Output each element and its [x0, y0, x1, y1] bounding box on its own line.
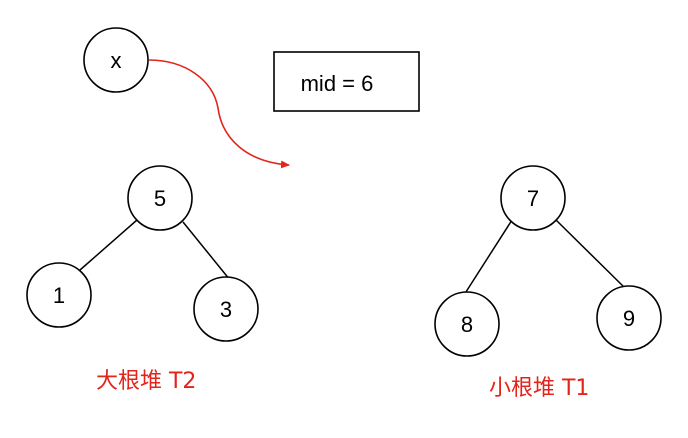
max-heap-left-node: 1 [26, 262, 92, 328]
min-heap-edge-right [555, 219, 628, 291]
min-heap-left-label: 8 [461, 312, 473, 337]
max-heap-root-node: 5 [127, 165, 193, 231]
mid-box: mid = 6 [273, 51, 420, 112]
min-heap-right-node: 9 [596, 285, 662, 351]
min-heap-edge-left [463, 219, 513, 296]
max-heap-edge-left [79, 219, 138, 271]
min-heap-right-label: 9 [623, 306, 635, 331]
min-heap-root-label: 7 [527, 186, 539, 211]
min-heap-caption: 小根堆 T1 [489, 376, 589, 401]
max-heap-left-label: 1 [53, 283, 65, 308]
mid-value-text: mid = 6 [301, 71, 374, 96]
mid-box-frame [273, 51, 420, 112]
max-heap-caption: 大根堆 T2 [96, 369, 196, 394]
max-heap-right-label: 3 [220, 297, 232, 322]
max-heap-edge-right [182, 221, 231, 281]
max-heap-right-node: 3 [193, 276, 259, 342]
max-heap-root-label: 5 [154, 186, 166, 211]
inserted-node-circle [83, 27, 149, 93]
min-heap-left-node: 8 [434, 291, 500, 357]
inserted-node-label: x [111, 48, 122, 73]
insert-arrow [148, 59, 290, 169]
inserted-node-x: x [83, 27, 149, 93]
min-heap-root-node: 7 [500, 165, 566, 231]
